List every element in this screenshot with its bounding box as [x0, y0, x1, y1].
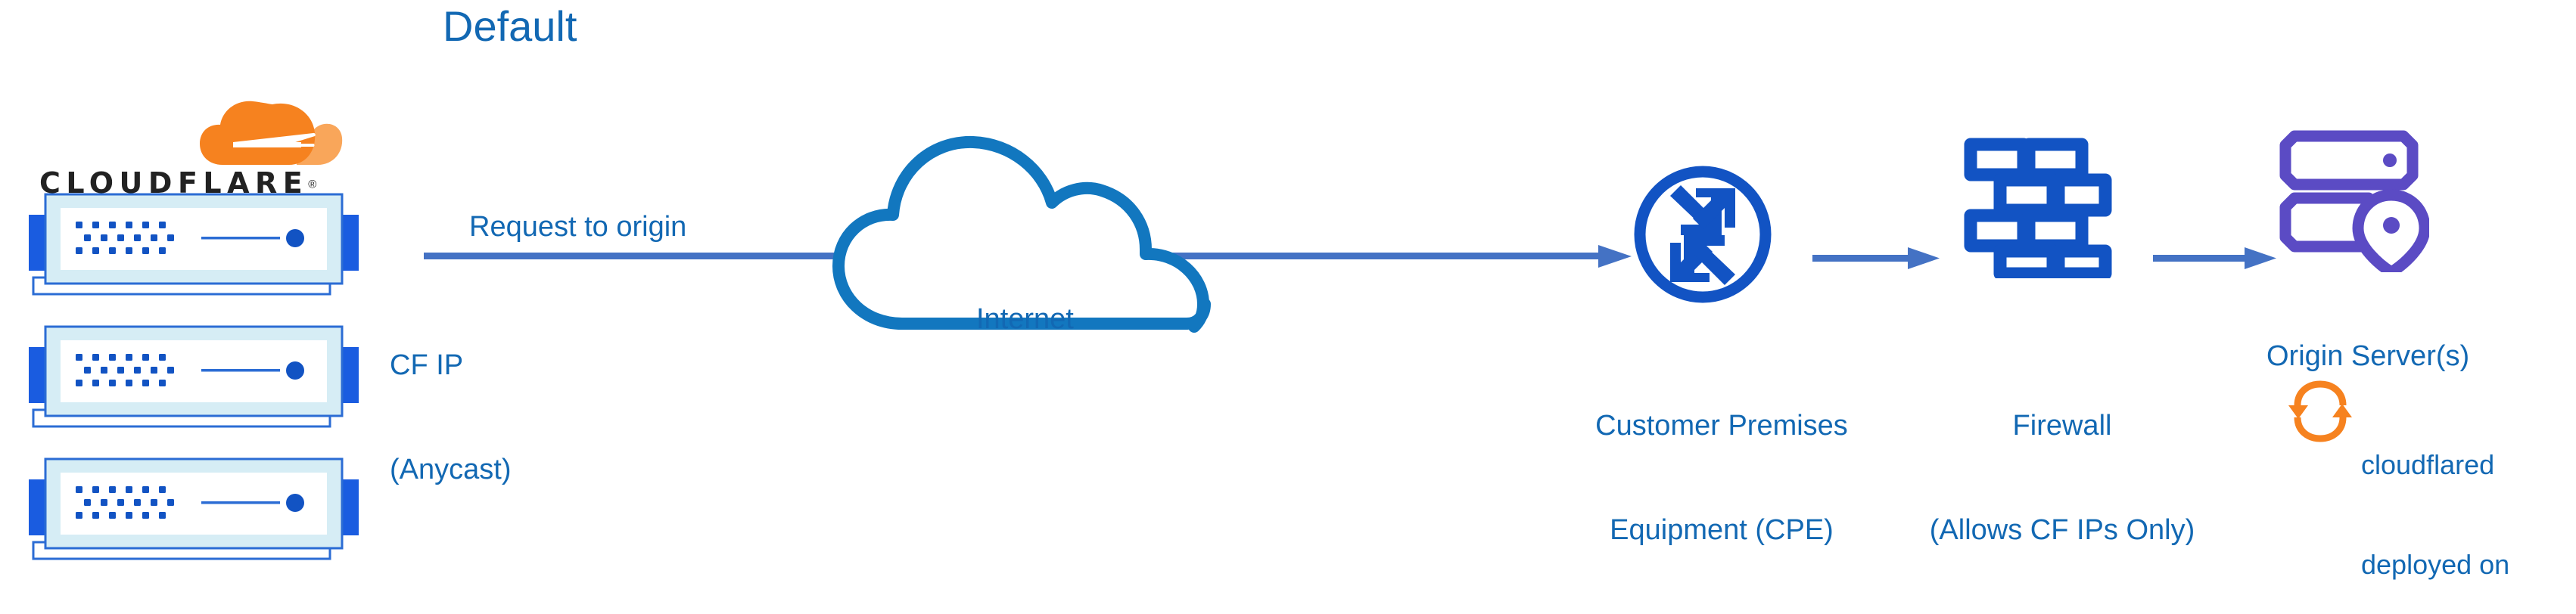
server-location-icon: [2279, 130, 2429, 272]
label-firewall-line2: (Allows CF IPs Only): [1929, 514, 2195, 546]
cloudflare-logo: CLOUDFLARE®: [39, 97, 343, 200]
label-cf-ip-line2: (Anycast): [390, 454, 512, 485]
connector-firewall-to-origin: [2153, 247, 2276, 269]
server-stack-icon-1: [29, 193, 359, 296]
label-cloudflared-line2: deployed on: [2361, 549, 2510, 580]
label-cpe-line2: Equipment (CPE): [1610, 514, 1834, 546]
connector-label-request-to-origin: Request to origin: [469, 211, 687, 243]
label-cloudflared-line1: cloudflared: [2361, 449, 2495, 480]
refresh-cycle-icon: [2288, 380, 2352, 442]
cloudflare-cloud-mark: [200, 101, 343, 165]
label-firewall-line1: Firewall: [2012, 410, 2112, 442]
label-internet: Internet: [976, 303, 1074, 335]
server-stack-icon-2: [29, 325, 359, 428]
connector-cpe-to-firewall: [1812, 247, 1940, 269]
label-cloudflared: cloudflared deployed on servers: [2361, 382, 2509, 614]
server-stack-icon-3: [29, 457, 359, 560]
router-icon: [1634, 166, 1772, 303]
registered-trademark-mark: ®: [308, 178, 317, 191]
label-origin-server: Origin Server(s): [2266, 340, 2470, 372]
label-cpe: Customer Premises Equipment (CPE): [1563, 339, 1881, 614]
page-title: Default: [443, 2, 577, 50]
label-cf-ip-line1: CF IP: [390, 349, 464, 381]
label-cf-ip: CF IP (Anycast): [390, 278, 511, 557]
cloud-icon: [832, 135, 1211, 333]
label-cpe-line1: Customer Premises: [1595, 410, 1848, 442]
label-firewall: Firewall (Allows CF IPs Only): [1907, 339, 2217, 614]
brick-wall-icon: [1964, 138, 2112, 278]
